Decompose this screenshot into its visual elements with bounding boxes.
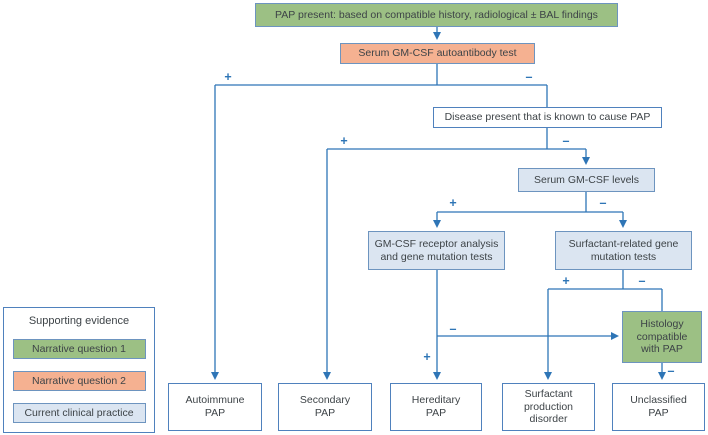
edge-serum-levels-branch [437,192,623,213]
legend-item-narrative-question-2: Narrative question 2 [12,371,146,391]
branch-label-autoantibody-negative: – [525,70,533,84]
node-surfactant-gene-tests: Surfactant-related gene mutation tests [555,231,692,270]
node-unclassified-pap: Unclassified PAP [612,383,705,431]
branch-label-disease-positive: + [340,134,348,148]
branch-label-receptor-negative: – [449,322,457,336]
node-surfactant-production-disorder: Surfactant production disorder [502,383,595,431]
edge-autoantibody-branch [215,63,548,107]
edge-disease-branch [327,128,586,150]
edge-surfactant-branch [548,270,663,311]
legend-title: Supporting evidence [28,315,130,327]
branch-label-surfactant-negative: – [638,274,646,288]
node-secondary-pap: Secondary PAP [278,383,372,431]
node-disease-present: Disease present that is known to cause P… [433,107,662,128]
node-pap-present: PAP present: based on compatible history… [255,3,618,27]
branch-label-receptor-positive: + [423,350,431,364]
node-histology-compatible: Histology compatible with PAP [622,311,702,363]
node-gmcsf-receptor-analysis: GM-CSF receptor analysis and gene mutati… [368,231,505,270]
legend-item-current-clinical-practice: Current clinical practice [12,403,146,423]
node-serum-gmcsf-levels: Serum GM-CSF levels [518,168,655,192]
branch-label-histology-negative: – [667,364,675,378]
branch-label-levels-positive: + [449,196,457,210]
branch-label-autoantibody-positive: + [224,70,232,84]
branch-label-disease-negative: – [562,134,570,148]
branch-label-levels-negative: – [599,196,607,210]
node-autoantibody-test: Serum GM-CSF autoantibody test [340,43,535,64]
legend: Supporting evidence Narrative question 1… [3,307,155,433]
node-hereditary-pap: Hereditary PAP [390,383,482,431]
node-autoimmune-pap: Autoimmune PAP [168,383,262,431]
branch-label-surfactant-positive: + [562,274,570,288]
legend-item-narrative-question-1: Narrative question 1 [12,339,146,359]
